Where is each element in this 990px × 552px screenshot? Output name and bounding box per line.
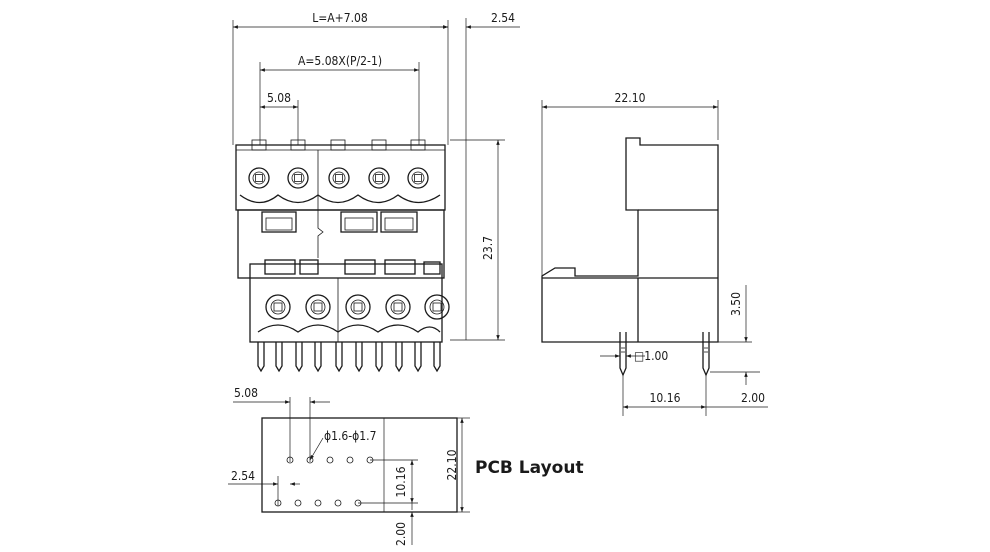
- height-dimension: 23.7: [481, 236, 495, 260]
- upper-screw-holes: [248, 167, 429, 189]
- pcb-layout: 5.08 ϕ1.6-ϕ1.7 2.54: [228, 386, 584, 546]
- offset-dimension: 2.54: [491, 11, 515, 25]
- pitch-dimension: 5.08: [267, 91, 291, 105]
- pcb-holes-row1: [286, 456, 374, 464]
- pcb-width-dimension: 22.10: [445, 449, 459, 480]
- pin-height-dimension: 3.50: [729, 292, 743, 316]
- pcb-holes-row2: [274, 499, 362, 507]
- span-dimension: A=5.08X(P/2-1): [298, 54, 382, 68]
- pcb-offset-dimension: 2.54: [231, 469, 255, 483]
- pcb-outline: [261, 417, 458, 513]
- pin-size-dimension: □1.00: [634, 349, 668, 363]
- pcb-hole-dimension: ϕ1.6-ϕ1.7: [324, 429, 376, 443]
- pin-length-dimension: 2.00: [741, 391, 765, 405]
- pcb-row-spacing-dimension: 10.16: [394, 466, 408, 497]
- pcb-edge-dimension: 2.00: [394, 522, 408, 546]
- length-dimension: L=A+7.08: [312, 11, 368, 25]
- pin-spacing-dimension: 10.16: [650, 391, 681, 405]
- front-view: L=A+7.08 2.54 A=5.08X(P/2-1) 5.08 23.7: [232, 11, 520, 373]
- front-pins: [257, 342, 441, 373]
- lower-screw-holes: [265, 294, 450, 320]
- pcb-layout-title: PCB Layout: [475, 458, 584, 478]
- side-view: 22.10 3.50 □1.00 10.16 2.00: [541, 91, 768, 416]
- side-width-dimension: 22.10: [615, 91, 646, 105]
- pcb-pitch-dimension: 5.08: [234, 386, 258, 400]
